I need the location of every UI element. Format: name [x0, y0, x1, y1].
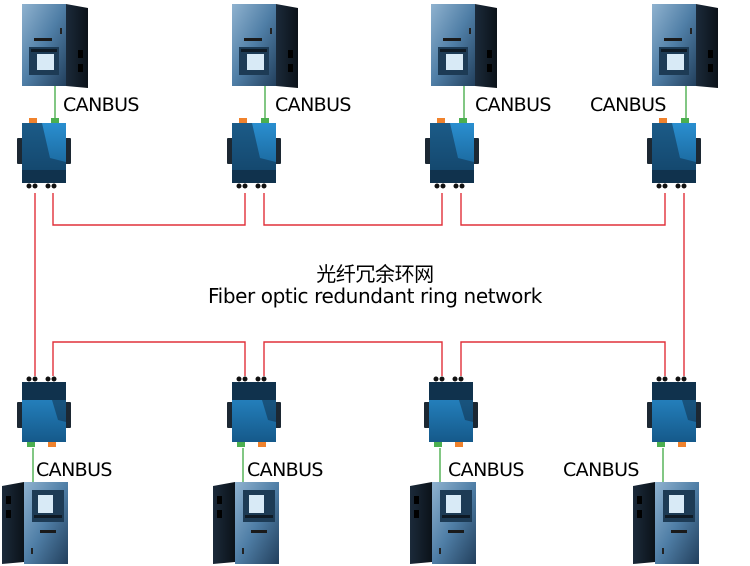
control-cabinet-icon	[410, 482, 476, 564]
fiber-link-bottom-3-4	[460, 341, 666, 376]
fiber-converter-module-icon	[647, 376, 701, 447]
control-cabinet-icon	[652, 4, 718, 88]
fiber-link-top-3-4	[460, 193, 666, 226]
diagram-title-chinese: 光纤冗余环网	[316, 262, 434, 286]
diagram-title-english: Fiber optic redundant ring network	[208, 284, 542, 308]
control-cabinet-icon	[213, 482, 279, 564]
fiber-converter-module-icon	[17, 118, 71, 189]
canbus-label: CANBUS	[275, 94, 351, 116]
control-cabinet-icon	[431, 4, 497, 88]
fiber-link-bottom-2-3	[263, 341, 443, 376]
control-cabinet-icon	[22, 4, 88, 88]
canbus-label: CANBUS	[590, 94, 666, 116]
control-cabinet-icon	[633, 482, 699, 564]
canbus-label: CANBUS	[247, 459, 323, 481]
fiber-converter-module-icon	[425, 118, 479, 189]
canbus-label: CANBUS	[63, 94, 139, 116]
control-cabinet-icon	[2, 482, 68, 564]
canbus-label: CANBUS	[475, 94, 551, 116]
canbus-label: CANBUS	[563, 459, 639, 481]
fiber-converter-module-icon	[647, 118, 701, 189]
fiber-converter-module-icon	[227, 118, 281, 189]
control-cabinet-icon	[232, 4, 298, 88]
canbus-label: CANBUS	[448, 459, 524, 481]
canbus-label: CANBUS	[36, 459, 112, 481]
fiber-link-top-2-3	[263, 193, 443, 226]
fiber-converter-module-icon	[17, 376, 71, 447]
fiber-converter-module-icon	[424, 376, 478, 447]
fiber-link-bottom-1-2	[52, 341, 246, 376]
fiber-link-top-1-2	[52, 193, 246, 226]
fiber-converter-module-icon	[227, 376, 281, 447]
